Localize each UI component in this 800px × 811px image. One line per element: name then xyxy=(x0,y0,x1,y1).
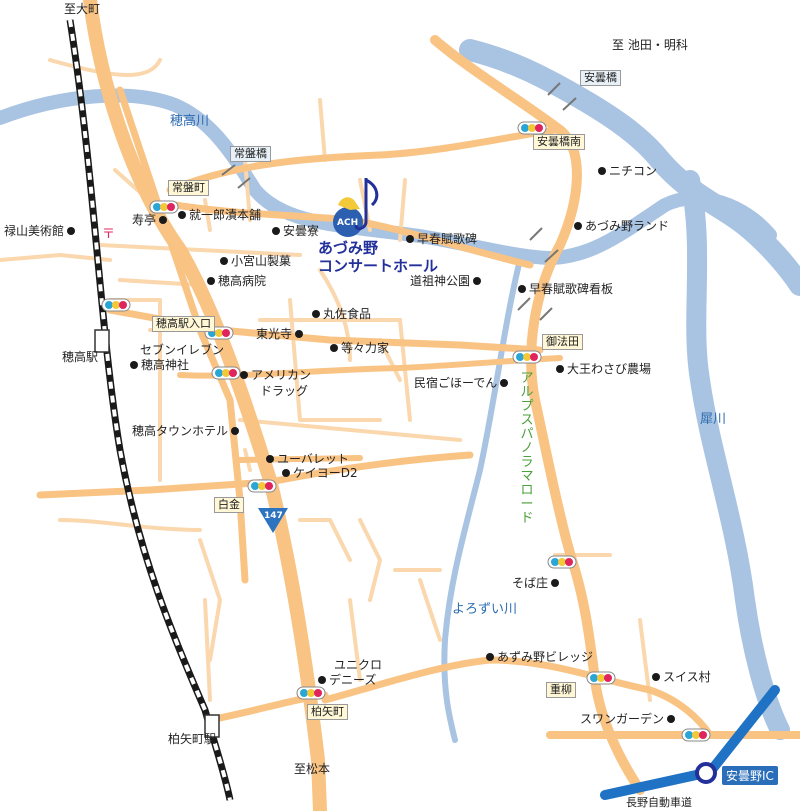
place-drug: ドラッグ xyxy=(260,384,309,398)
place-tokoji: 東光寺 xyxy=(256,327,304,341)
place-azumino-land: あづみ野ランド xyxy=(574,219,669,233)
place-rokuzan: 禄山美術館 xyxy=(4,224,76,238)
sai-river-upper xyxy=(459,39,800,296)
venue-logo-text: ACH xyxy=(337,218,359,228)
sai-river xyxy=(680,170,790,740)
road-shigeyanagi xyxy=(321,656,714,739)
main-roads xyxy=(36,0,800,811)
intersection-kashiwayamachi: 柏矢町 xyxy=(307,704,348,720)
expressway-label: 長野自動車道 xyxy=(626,796,692,809)
station-hotaka: 穂高駅 xyxy=(62,350,99,364)
hotaka-station-marker xyxy=(94,329,110,353)
place-soshunfuhi: 早春賦歌碑 xyxy=(406,232,477,246)
interchange-label: 安曇野IC xyxy=(722,766,778,785)
yorozui-river-label: よろずい川 xyxy=(452,602,518,617)
intersection-hotaka-eki-iriguchi: 穂高駅入口 xyxy=(152,316,215,332)
place-jutei: 寿亭 xyxy=(132,213,168,227)
intersection-shirogane: 白金 xyxy=(214,497,244,513)
place-dosojin: 道祖神公園 xyxy=(410,274,482,288)
road-keiyo xyxy=(237,455,363,463)
place-denies: デニーズ xyxy=(318,673,376,687)
venue-name-line1: あづみ野 xyxy=(318,239,379,257)
place-town-hotel: 穂高タウンホテル xyxy=(132,424,240,438)
venue-name-line2: コンサートホール xyxy=(318,257,439,275)
kashiwaya-station-marker xyxy=(204,714,220,738)
route-147-shield xyxy=(258,508,288,533)
direction-northeast: 至 池田・明科 xyxy=(612,38,688,52)
sai-river-label: 犀川 xyxy=(700,412,727,427)
bridge-azumino: 安曇橋 xyxy=(580,70,621,86)
route-147 xyxy=(83,0,327,811)
route-number: 147 xyxy=(264,511,283,521)
intersection-azuminobashi-minami: 安曇橋南 xyxy=(533,134,585,150)
venue-logo xyxy=(333,178,379,237)
place-swiss: スイス村 xyxy=(652,670,711,684)
intersection-gohoden: 御法田 xyxy=(542,334,583,350)
minor-roads xyxy=(0,58,652,702)
direction-south: 至松本 xyxy=(294,762,331,776)
place-keiyo: ケイヨーD2 xyxy=(282,466,358,480)
station-kashiwaya: 柏矢町駅 xyxy=(168,732,217,746)
bridge-tokiwa: 常盤橋 xyxy=(230,146,271,162)
place-kanbanhi: 早春賦歌碑看板 xyxy=(518,282,613,296)
traffic-lights xyxy=(101,121,711,742)
interchange-circle xyxy=(695,762,717,784)
railway xyxy=(66,19,234,801)
alps-panorama-road-label: アルプスパノラマロード xyxy=(520,371,534,526)
place-ichiro: 就一郎漬本舗 xyxy=(178,208,261,222)
north-south-secondary xyxy=(116,86,249,584)
post-office-icon: 〒 xyxy=(102,227,115,242)
place-american: アメリカン xyxy=(240,368,311,382)
place-nichicon: ニチコン xyxy=(598,164,657,178)
place-marusa: 丸佐食品 xyxy=(312,307,371,321)
direction-north: 至大町 xyxy=(64,2,101,16)
place-sobasho: そば庄 xyxy=(512,576,560,590)
intersection-tokiwamachi: 常盤町 xyxy=(168,180,209,196)
place-uniqlo: ユニクロ xyxy=(334,658,383,672)
place-seven: セブンイレブン xyxy=(140,343,225,357)
place-tototomika: 等々力家 xyxy=(330,341,389,355)
bridge-marks xyxy=(221,82,577,321)
hotaka-river-label: 穂高川 xyxy=(170,114,210,129)
place-hotaka-hospital: 穂高病院 xyxy=(207,274,266,288)
place-minshuku: 民宿ごほーでん xyxy=(414,376,509,390)
place-hotaka-shrine: 穂高神社 xyxy=(130,358,189,372)
place-swan: スワンガーデン xyxy=(580,712,676,726)
place-village: あずみ野ビレッジ xyxy=(486,650,593,664)
place-komiyama: 小宮山製菓 xyxy=(220,254,291,268)
intersection-shigeyanagi: 重柳 xyxy=(546,682,576,698)
expressway xyxy=(600,685,780,800)
place-youbalet: ユーバレット xyxy=(266,452,349,466)
place-azumiryo: 安曇寮 xyxy=(272,224,319,238)
place-wasabi: 大王わさび農場 xyxy=(556,362,651,376)
